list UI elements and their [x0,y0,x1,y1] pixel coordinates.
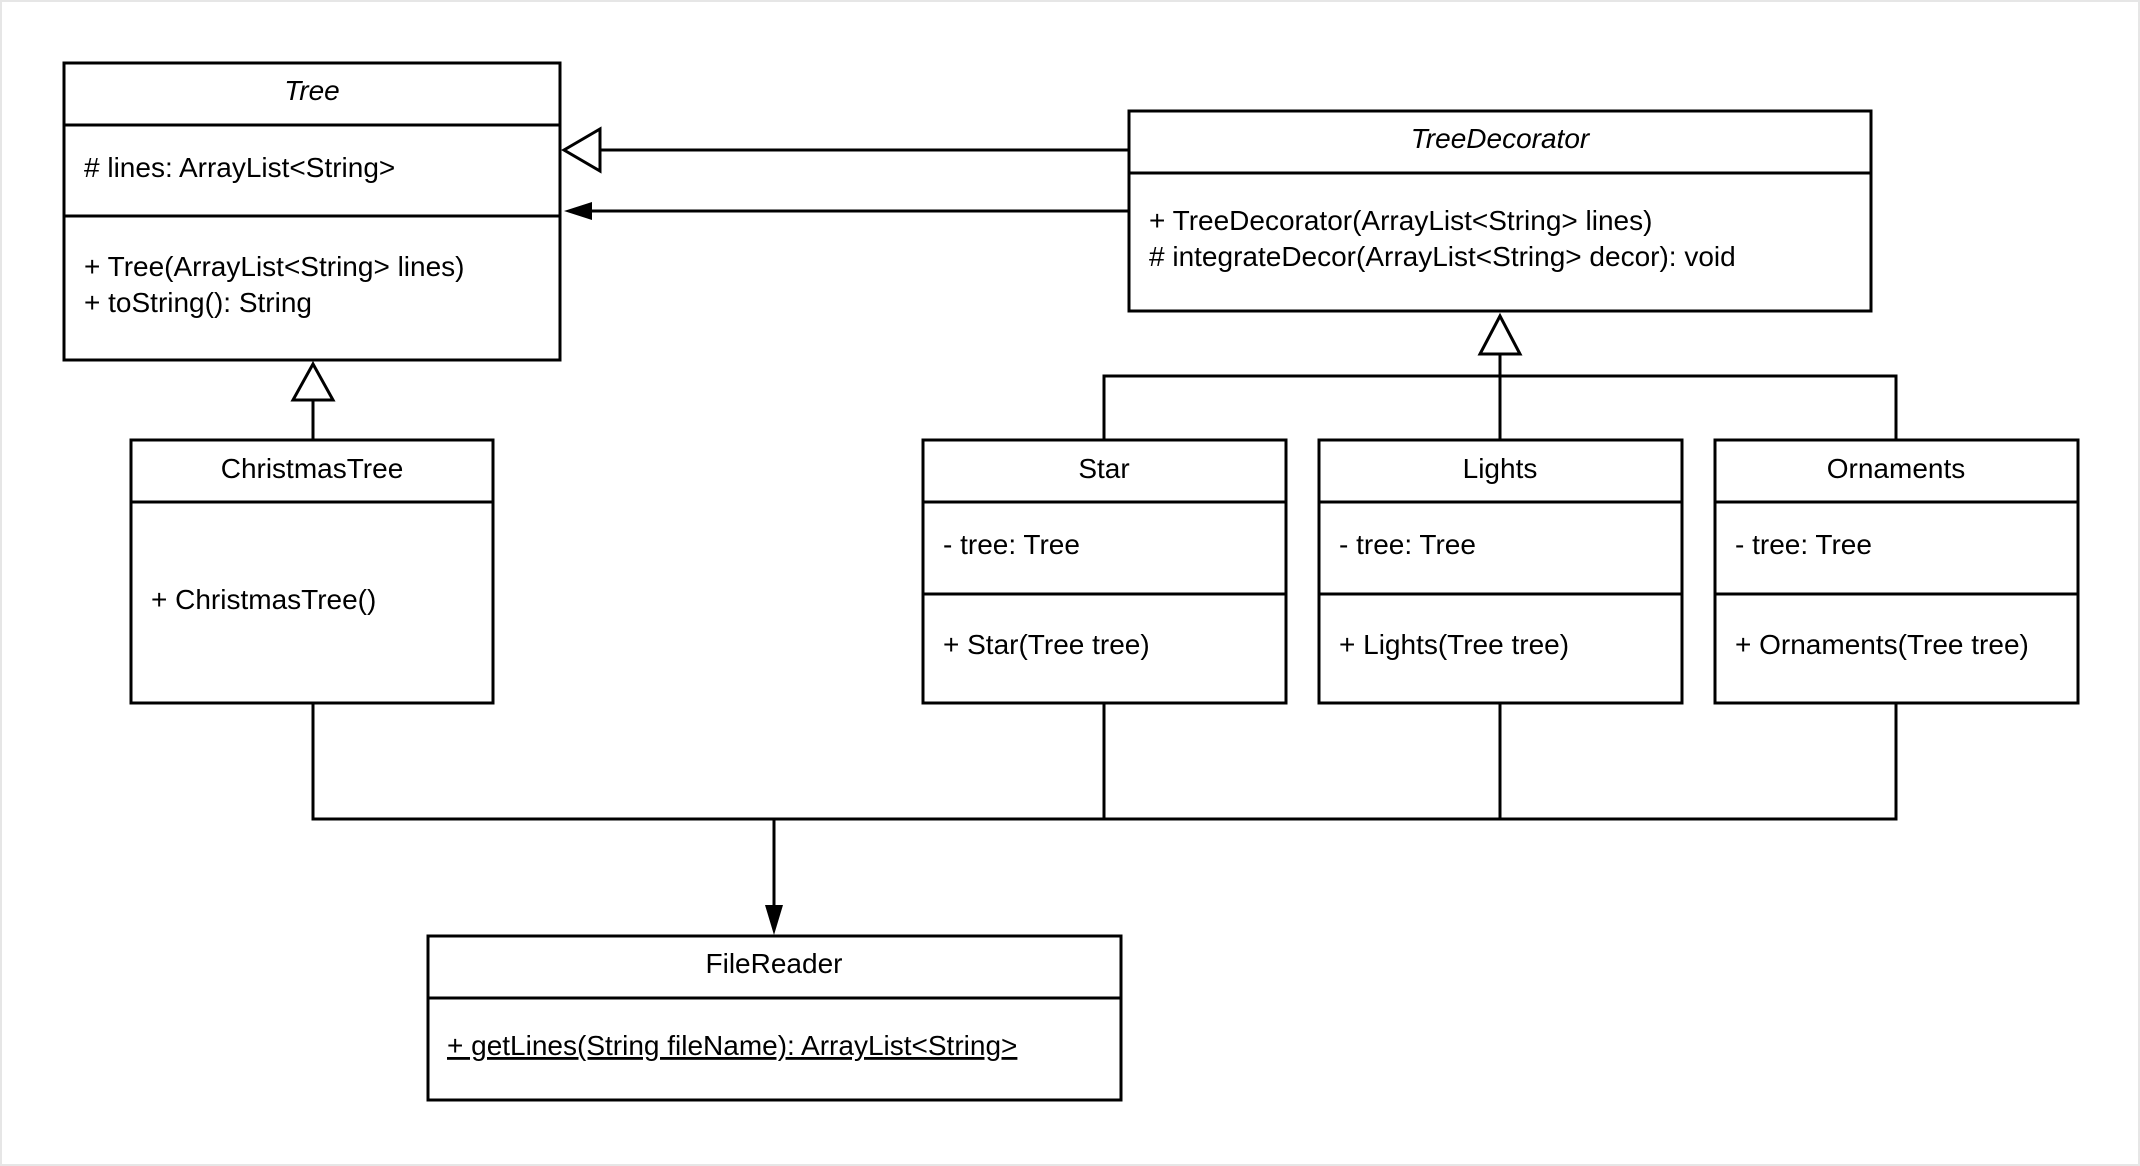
connectors [290,126,1898,935]
hollow-triangle-arrow-icon [290,360,336,402]
hollow-triangle-arrow-icon [1477,312,1523,356]
class-lights[interactable]: Lights - tree: Tree + Lights(Tree tree) [1317,438,1684,705]
filled-arrowhead-icon [564,202,592,220]
attribute: - tree: Tree [943,529,1080,560]
hollow-triangle-arrow-icon [561,126,602,174]
class-name: Ornaments [1827,453,1966,484]
method: + Tree(ArrayList<String> lines) [84,251,465,282]
class-christmas-tree[interactable]: ChristmasTree + ChristmasTree() [129,438,495,705]
method: + ChristmasTree() [151,584,376,615]
class-file-reader[interactable]: FileReader + getLines(String fileName): … [426,934,1123,1102]
method: # integrateDecor(ArrayList<String> decor… [1149,241,1736,272]
method: + Star(Tree tree) [943,629,1150,660]
method: + TreeDecorator(ArrayList<String> lines) [1149,205,1652,236]
attribute: - tree: Tree [1735,529,1872,560]
class-name: ChristmasTree [221,453,404,484]
class-star[interactable]: Star - tree: Tree + Star(Tree tree) [921,438,1288,705]
method: + Lights(Tree tree) [1339,629,1569,660]
method: + Ornaments(Tree tree) [1735,629,2029,660]
class-name: Tree [284,75,340,106]
method: + toString(): String [84,287,312,318]
class-tree[interactable]: Tree # lines: ArrayList<String> + Tree(A… [62,61,562,362]
filled-arrowhead-icon [765,905,783,935]
static-method: + getLines(String fileName): ArrayList<S… [447,1030,1017,1061]
class-tree-decorator[interactable]: TreeDecorator + TreeDecorator(ArrayList<… [1127,109,1873,313]
class-name: FileReader [706,948,843,979]
attribute: - tree: Tree [1339,529,1476,560]
class-name: Lights [1463,453,1538,484]
class-name: Star [1078,453,1129,484]
attribute: # lines: ArrayList<String> [84,152,395,183]
class-ornaments[interactable]: Ornaments - tree: Tree + Ornaments(Tree … [1713,438,2080,705]
class-name: TreeDecorator [1411,123,1591,154]
